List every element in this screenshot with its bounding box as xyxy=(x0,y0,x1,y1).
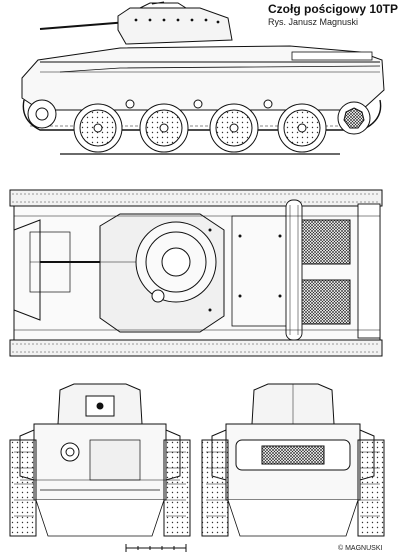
copyright-signature: © MAGNUSKI xyxy=(338,545,383,552)
top-rear-plate xyxy=(357,203,381,339)
top-view xyxy=(9,189,383,357)
top-grille-2 xyxy=(295,279,351,325)
side-exhaust xyxy=(291,51,373,61)
top-left-track xyxy=(9,189,383,207)
drawing-author: Rys. Janusz Magnuski xyxy=(268,17,359,27)
side-turret-hatch xyxy=(139,2,187,9)
top-commander-hatch xyxy=(161,247,191,277)
front-right-track xyxy=(163,439,191,537)
side-road-wheels xyxy=(73,103,327,153)
top-right-track xyxy=(9,339,383,357)
side-view xyxy=(21,1,385,155)
front-view xyxy=(9,383,191,537)
rear-right-track xyxy=(357,439,385,537)
side-track xyxy=(22,99,382,131)
rear-left-track xyxy=(201,439,229,537)
side-gun-barrel xyxy=(39,21,129,30)
side-turret xyxy=(117,7,233,45)
side-front-idler xyxy=(27,99,57,129)
top-grille-1 xyxy=(295,219,351,265)
top-exhaust-left xyxy=(285,199,303,341)
rear-view xyxy=(201,383,385,537)
scale-bar xyxy=(125,544,187,552)
top-engine-deck xyxy=(231,215,289,327)
front-headlight xyxy=(60,442,80,462)
front-left-track xyxy=(9,439,37,537)
drawing-title: Czołg pościgowy 10TP xyxy=(268,2,399,16)
